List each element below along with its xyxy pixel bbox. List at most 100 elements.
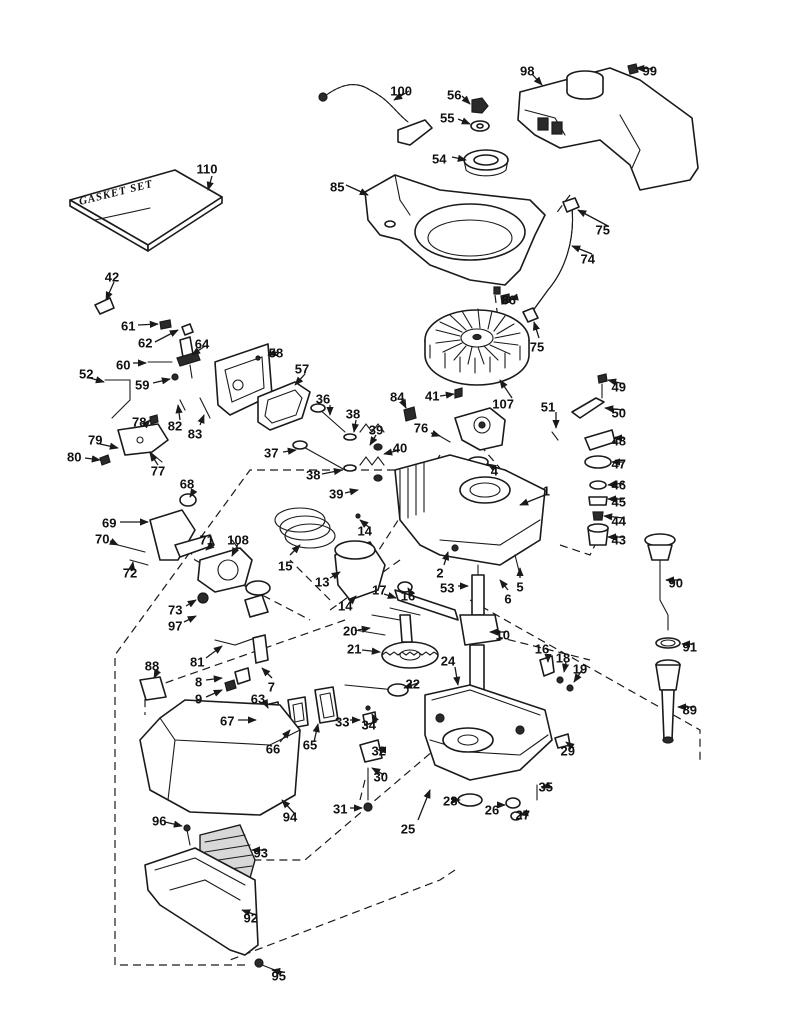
callout-arrow-27 [519,809,529,817]
callout-label-77: 77 [151,463,165,478]
callout-label-4: 4 [491,463,499,478]
callout-arrow-59 [152,377,171,385]
callout-arrow-84 [399,399,407,409]
callout-arrow-76 [430,429,441,437]
callout-label-107: 107 [492,396,514,411]
callout-arrow-49 [607,378,625,386]
carburetor-assembly [117,493,271,604]
callout-arrow-100 [393,90,410,101]
callout-arrow-70 [109,538,119,546]
callout-leaders [84,64,694,976]
callout-arrow-50 [604,405,625,413]
callout-arrow-8 [205,675,223,683]
callout-arrow-40 [383,448,401,456]
callout-label-33: 33 [335,714,349,729]
callout-label-18: 18 [556,650,570,665]
gasket-set-package: GASKET SET [69,169,223,252]
small-hardware-top [463,63,639,177]
callout-label-43: 43 [612,532,626,547]
callout-arrow-79 [99,442,119,450]
callout-label-5: 5 [516,579,523,594]
callout-label-31: 31 [333,801,347,816]
fuel-line [522,197,580,323]
air-cleaner-cover [139,699,301,816]
callout-label-19: 19 [573,661,587,676]
callout-label-17: 17 [372,582,386,597]
callout-arrow-20 [357,625,371,633]
callout-label-41: 41 [425,388,439,403]
callout-label-90: 90 [669,575,683,590]
callout-label-35: 35 [539,779,553,794]
callout-arrow-24 [453,666,461,686]
callout-label-55: 55 [440,110,454,125]
callout-arrow-14 [359,519,371,529]
callout-label-20: 20 [343,623,357,638]
misc-gaskets [244,594,269,618]
callout-arrow-38 [351,419,359,433]
flywheel [424,308,530,386]
callout-label-47: 47 [612,456,626,471]
callout-arrow-16 [407,587,416,597]
callout-label-40: 40 [393,440,407,455]
callout-arrow-44 [603,513,625,521]
callout-arrow-13 [329,571,341,580]
callout-label-62: 62 [138,335,152,350]
callout-label-51: 51 [541,399,555,414]
callout-arrow-73 [185,599,197,608]
callout-label-1: 1 [543,483,550,498]
callout-arrow-64 [191,345,206,356]
callout-label-50: 50 [612,405,626,420]
callout-label-16: 16 [401,588,415,603]
callout-arrow-85 [345,184,369,196]
callout-labels: 1245678910131414151616171819202122242526… [67,63,697,983]
callout-arrow-9 [205,689,223,698]
callout-label-59: 59 [135,377,149,392]
callout-label-86: 86 [502,292,516,307]
callout-label-94: 94 [283,809,298,824]
callout-arrow-74 [571,245,593,255]
callout-arrow-71 [205,541,215,551]
callout-arrow-2 [442,551,450,566]
callout-arrow-37 [282,447,297,455]
callout-label-44: 44 [612,513,627,528]
callout-label-81: 81 [190,654,204,669]
callout-arrow-98 [531,73,543,86]
callout-label-65: 65 [303,737,317,752]
callout-label-98: 98 [520,63,534,78]
callout-label-2: 2 [436,565,443,580]
callout-arrow-68 [189,488,198,498]
callout-label-70: 70 [95,531,109,546]
callout-label-68: 68 [180,476,194,491]
callout-label-67: 67 [220,713,234,728]
throttle-linkage [99,379,169,466]
callout-label-75: 75 [596,222,610,237]
callout-label-72: 72 [123,565,137,580]
valve-cover-assembly [214,343,311,431]
callout-arrow-72 [128,561,136,571]
callout-label-71: 71 [200,532,214,547]
callout-arrow-56 [461,95,471,105]
callout-label-76: 76 [414,420,428,435]
callout-label-25: 25 [401,821,415,836]
callout-arrow-17 [383,591,397,599]
callout-label-108: 108 [227,532,249,547]
callout-label-54: 54 [432,151,447,166]
crankcase-base [424,684,571,781]
callout-label-37: 37 [264,445,278,460]
callout-label-26: 26 [485,802,499,817]
callout-label-64: 64 [195,336,210,351]
callout-label-24: 24 [441,653,456,668]
callout-label-100: 100 [390,83,412,98]
callout-label-9: 9 [195,691,202,706]
governor-linkage [344,683,409,697]
callout-label-6: 6 [504,591,511,606]
callout-label-46: 46 [612,477,626,492]
callout-arrow-1 [519,494,546,506]
callout-arrow-6 [499,579,509,591]
callout-label-30: 30 [374,769,388,784]
callout-arrow-14 [347,595,357,605]
callout-arrow-19 [573,669,583,683]
callout-arrow-88 [153,669,161,679]
callout-arrow-18 [562,661,570,673]
